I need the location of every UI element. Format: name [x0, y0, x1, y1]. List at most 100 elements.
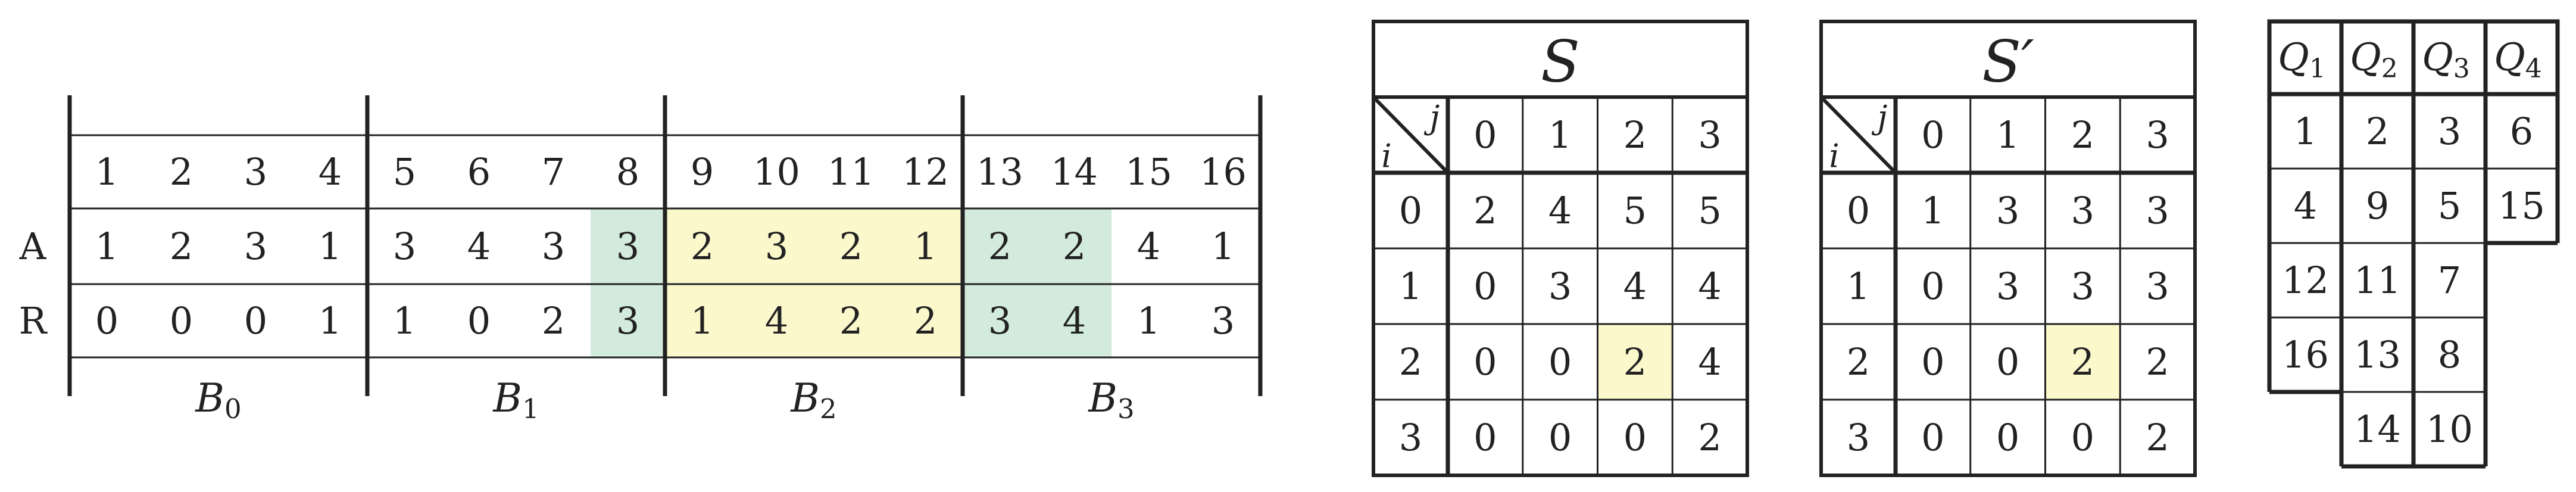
matrix-cell: 2: [1698, 416, 1721, 459]
queue-cell: 4: [2294, 184, 2317, 228]
r-cell: 4: [765, 299, 788, 342]
r-cell: 0: [467, 299, 491, 342]
matrix-col-header: 0: [1921, 113, 1944, 157]
r-cell: 0: [244, 299, 267, 342]
a-cell: 2: [691, 225, 714, 268]
index-cell: 2: [170, 150, 193, 194]
matrix-cell: 0: [1473, 416, 1497, 459]
index-cell: 8: [616, 150, 639, 194]
matrix-row-header: 2: [1847, 340, 1870, 384]
matrix-row-header: 1: [1399, 264, 1422, 308]
matrix-cell: 0: [1623, 416, 1647, 459]
matrix-cell: 5: [1623, 189, 1647, 232]
a-cell: 1: [95, 225, 118, 268]
queue-header-3: Q4: [2494, 36, 2541, 84]
r-cell: 3: [1211, 299, 1235, 342]
matrix-cell: 1: [1921, 189, 1944, 232]
a-cell: 1: [1211, 225, 1235, 268]
matrix-cell: 3: [1996, 264, 2019, 308]
matrix-row-header: 3: [1399, 416, 1422, 459]
matrix-cell: 4: [1698, 264, 1721, 308]
matrix-row-header: 2: [1399, 340, 1422, 384]
matrix-highlight-cell: [1597, 324, 1673, 400]
corner-i-label: i: [1829, 138, 1839, 175]
matrix-cell: 0: [1996, 416, 2019, 459]
index-cell: 3: [244, 150, 267, 194]
matrix-cell: 0: [2071, 416, 2094, 459]
matrix-cell: 3: [2146, 264, 2169, 308]
highlight-green-8: [591, 208, 665, 357]
queue-cell: 10: [2426, 407, 2473, 451]
a-cell: 1: [319, 225, 342, 268]
queue-cell: 6: [2510, 110, 2533, 153]
matrix-cell: 0: [1996, 340, 2019, 384]
queue-cell: 12: [2282, 259, 2329, 302]
a-cell: 2: [1063, 225, 1086, 268]
r-cell: 4: [1063, 299, 1086, 342]
queue-cell: 7: [2438, 259, 2461, 302]
a-cell: 2: [839, 225, 863, 268]
a-cell: 1: [914, 225, 937, 268]
matrix-cell: 2: [2146, 416, 2169, 459]
r-cell: 1: [319, 299, 342, 342]
matrix-cell: 3: [2146, 189, 2169, 232]
block-label-1: B1: [492, 375, 539, 425]
row-label-r: R: [19, 299, 48, 342]
corner-j-label: j: [1424, 99, 1440, 136]
highlight-yellow-10: [739, 208, 814, 357]
index-cell: 15: [1125, 150, 1172, 194]
a-cell: 3: [393, 225, 416, 268]
matrix-title: S: [1541, 29, 1580, 95]
block-label-3: B3: [1088, 375, 1134, 425]
queue-cell: 13: [2354, 333, 2401, 376]
matrix-cell: 2: [1623, 340, 1647, 384]
block-label-0: B0: [195, 375, 241, 425]
matrix-title: S′: [1982, 29, 2034, 95]
index-cell: 16: [1200, 150, 1247, 194]
matrix-row-header: 0: [1847, 189, 1870, 232]
matrix-col-header: 1: [1548, 113, 1572, 157]
index-cell: 1: [95, 150, 118, 194]
matrix-cell: 0: [1548, 340, 1572, 384]
index-cell: 6: [467, 150, 491, 194]
index-cell: 12: [902, 150, 949, 194]
queue-cell: 15: [2498, 184, 2545, 228]
matrix-col-header: 3: [1698, 113, 1721, 157]
highlight-yellow-12: [888, 208, 963, 357]
a-cell: 3: [765, 225, 788, 268]
index-cell: 7: [542, 150, 565, 194]
highlight-green-13: [963, 208, 1037, 357]
queue-cell: 16: [2282, 333, 2329, 376]
a-cell: 2: [170, 225, 193, 268]
r-cell: 2: [542, 299, 565, 342]
matrix-col-header: 1: [1996, 113, 2019, 157]
matrix-cell: 3: [1548, 264, 1572, 308]
matrix-cell: 4: [1698, 340, 1721, 384]
r-cell: 3: [616, 299, 639, 342]
matrix-cell: 3: [2071, 264, 2094, 308]
r-cell: 3: [988, 299, 1011, 342]
matrix-cell: 0: [1921, 340, 1944, 384]
highlight-green-14: [1037, 208, 1111, 357]
block-label-2: B2: [790, 375, 836, 425]
matrix-col-header: 2: [2071, 113, 2094, 157]
matrix-cell: 3: [1996, 189, 2019, 232]
matrix-cell: 0: [1921, 416, 1944, 459]
r-cell: 2: [839, 299, 863, 342]
r-cell: 1: [691, 299, 714, 342]
queue-cell: 5: [2438, 184, 2461, 228]
matrix-cell: 4: [1623, 264, 1647, 308]
a-cell: 4: [1137, 225, 1160, 268]
queue-cell: 9: [2366, 184, 2389, 228]
r-cell: 2: [914, 299, 937, 342]
matrix-cell: 5: [1698, 189, 1721, 232]
queue-cell: 3: [2438, 110, 2461, 153]
matrix-cell: 2: [1473, 189, 1497, 232]
a-cell: 2: [988, 225, 1011, 268]
matrix-col-header: 3: [2146, 113, 2169, 157]
